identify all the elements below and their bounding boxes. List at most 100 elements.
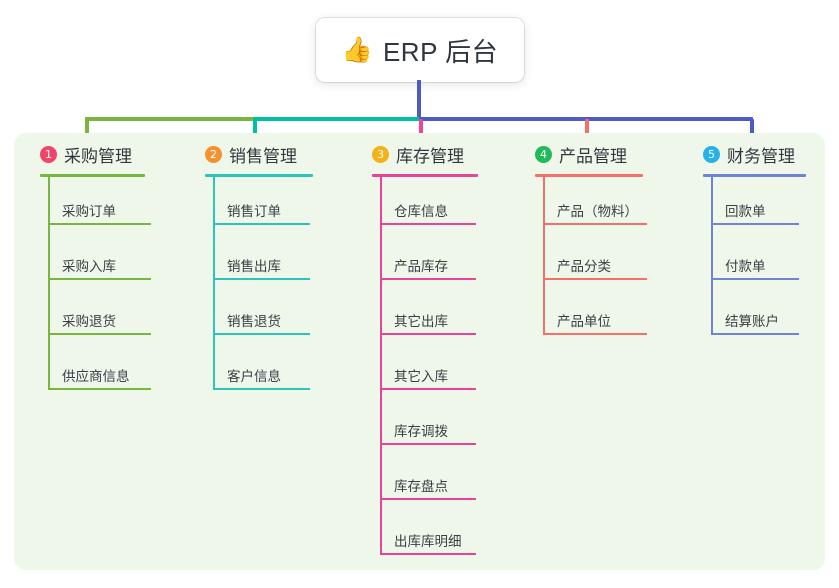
column-spine-connector <box>711 177 713 335</box>
connector-bar-green <box>85 117 255 121</box>
mindmap-node-label: 付款单 <box>725 259 766 274</box>
mindmap-node-rule <box>380 278 476 280</box>
mindmap-node-rule <box>543 333 647 335</box>
mindmap-node-label: 库存盘点 <box>394 479 448 494</box>
mindmap-node[interactable]: 采购入库 <box>40 232 200 287</box>
column-product: 4 产品管理产品（物料） 产品分类产品单位 <box>535 140 705 342</box>
column-sales: 2 销售管理销售订单销售出库销售退货客户信息 <box>205 140 365 397</box>
mindmap-node-label: 销售订单 <box>227 204 281 219</box>
mindmap-node-label: 出库库明细 <box>394 534 462 549</box>
mindmap-node-label: 其它出库 <box>394 314 448 329</box>
connector-bar-teal <box>253 117 421 121</box>
column-number-badge: 5 <box>703 145 720 163</box>
mindmap-node-label: 销售退货 <box>227 314 281 329</box>
mindmap-node-rule <box>380 223 476 225</box>
mindmap-node[interactable]: 库存调拨 <box>372 397 532 452</box>
mindmap-node-rule <box>48 278 151 280</box>
page-title: ERP 后台 <box>382 36 499 67</box>
column-title: 财务管理 <box>727 146 795 166</box>
column-spine-connector <box>213 177 215 390</box>
mindmap-node-rule <box>48 388 151 390</box>
column-title: 采购管理 <box>64 146 132 166</box>
mindmap-node-label: 销售出库 <box>227 259 281 274</box>
mindmap-node-label: 回款单 <box>725 204 766 219</box>
column-header[interactable]: 5 财务管理 <box>703 140 839 168</box>
column-item-list: 采购订单采购入库采购退货供应商信息 <box>40 177 200 397</box>
mindmap-node[interactable]: 其它入库 <box>372 342 532 397</box>
mindmap-node[interactable]: 付款单 <box>703 232 839 287</box>
mindmap-node-label: 采购订单 <box>62 204 116 219</box>
mindmap-node-rule <box>213 223 310 225</box>
mindmap-node-label: 仓库信息 <box>394 204 448 219</box>
mindmap-node[interactable]: 其它出库 <box>372 287 532 342</box>
mindmap-node[interactable]: 采购订单 <box>40 177 200 232</box>
mindmap-node-rule <box>711 223 799 225</box>
column-number-badge: 4 <box>535 145 552 163</box>
mindmap-node-rule <box>543 278 647 280</box>
mindmap-node-rule <box>380 443 476 445</box>
column-spine-connector <box>48 177 50 390</box>
column-number-badge: 1 <box>40 145 57 163</box>
column-title: 销售管理 <box>229 146 297 166</box>
mindmap-node-label: 库存调拨 <box>394 424 448 439</box>
root-title-card[interactable]: 👍 ERP 后台 <box>316 18 524 82</box>
mindmap-node[interactable]: 产品（物料） <box>535 177 705 232</box>
column-title: 库存管理 <box>396 146 464 166</box>
column-header-rule <box>372 174 478 177</box>
mindmap-node-rule <box>380 553 476 555</box>
column-header-rule <box>205 174 313 177</box>
mindmap-node-label: 客户信息 <box>227 369 281 384</box>
mindmap-node-rule <box>543 223 647 225</box>
content-panel <box>14 133 825 570</box>
mindmap-node[interactable]: 采购退货 <box>40 287 200 342</box>
mindmap-node[interactable]: 销售出库 <box>205 232 365 287</box>
column-purchasing: 1 采购管理采购订单采购入库采购退货供应商信息 <box>40 140 200 397</box>
thumbs-up-icon: 👍 <box>341 35 373 64</box>
column-item-list: 回款单付款单结算账户 <box>703 177 839 342</box>
mindmap-node[interactable]: 客户信息 <box>205 342 365 397</box>
mindmap-node-rule <box>380 498 476 500</box>
mindmap-node-label: 供应商信息 <box>62 369 130 384</box>
column-item-list: 销售订单销售出库销售退货客户信息 <box>205 177 365 397</box>
mindmap-node-rule <box>711 333 799 335</box>
mindmap-node-rule <box>48 333 151 335</box>
column-header-rule <box>703 174 806 177</box>
mindmap-node-rule <box>213 333 310 335</box>
mindmap-node[interactable]: 供应商信息 <box>40 342 200 397</box>
column-finance: 5 财务管理回款单付款单结算账户 <box>703 140 839 342</box>
column-spine-connector <box>543 177 545 335</box>
mindmap-node-label: 产品单位 <box>557 314 611 329</box>
column-spine-connector <box>380 177 382 555</box>
mindmap-node-rule <box>48 223 151 225</box>
mindmap-node-rule <box>213 388 310 390</box>
mindmap-node[interactable]: 回款单 <box>703 177 839 232</box>
mindmap-node[interactable]: 仓库信息 <box>372 177 532 232</box>
mindmap-node-label: 结算账户 <box>725 314 779 329</box>
column-header[interactable]: 2 销售管理 <box>205 140 365 168</box>
mindmap-node[interactable]: 销售退货 <box>205 287 365 342</box>
mindmap-node-label: 产品分类 <box>557 259 611 274</box>
column-item-list: 产品（物料） 产品分类产品单位 <box>535 177 705 342</box>
column-header-rule <box>40 174 145 177</box>
column-number-badge: 2 <box>205 145 222 163</box>
mindmap-node[interactable]: 出库库明细 <box>372 507 532 562</box>
mindmap-node[interactable]: 库存盘点 <box>372 452 532 507</box>
column-header[interactable]: 1 采购管理 <box>40 140 200 168</box>
mindmap-node[interactable]: 产品分类 <box>535 232 705 287</box>
mindmap-node-rule <box>711 278 799 280</box>
mindmap-node[interactable]: 结算账户 <box>703 287 839 342</box>
mindmap-node-rule <box>380 388 476 390</box>
mindmap-node-label: 采购退货 <box>62 314 116 329</box>
mindmap-node-label: 产品库存 <box>394 259 448 274</box>
mindmap-node-rule <box>213 278 310 280</box>
mindmap-node-rule <box>380 333 476 335</box>
root-stem-connector <box>417 80 421 119</box>
column-title: 产品管理 <box>559 146 627 166</box>
column-header[interactable]: 4 产品管理 <box>535 140 705 168</box>
mindmap-node[interactable]: 销售订单 <box>205 177 365 232</box>
mindmap-node[interactable]: 产品库存 <box>372 232 532 287</box>
mindmap-node[interactable]: 产品单位 <box>535 287 705 342</box>
